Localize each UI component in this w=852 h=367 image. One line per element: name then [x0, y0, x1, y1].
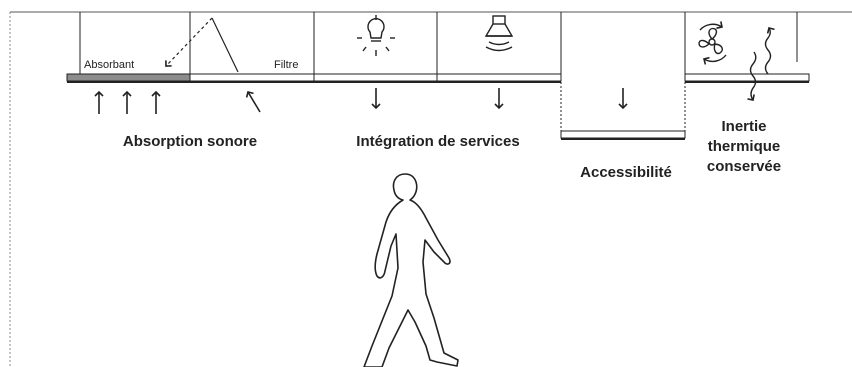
caption-inertia-line3: conservée — [707, 158, 781, 175]
caption-inertia-line1: Inertie — [721, 118, 766, 135]
panel-dividers — [79, 12, 798, 74]
diagram-frame — [9, 11, 852, 367]
arrow-diagonal — [245, 91, 261, 113]
light-bulb-icon — [357, 15, 395, 56]
absorbant-label: Absorbant — [84, 59, 134, 71]
services-panel-speaker — [436, 73, 562, 82]
thermal-panel — [684, 73, 810, 82]
caption-services: Intégration de services — [356, 133, 519, 150]
speaker-icon — [484, 15, 514, 52]
caption-accessibility: Accessibilité — [580, 164, 672, 181]
caption-absorption: Absorption sonore — [123, 133, 257, 150]
services-panel-light — [313, 73, 438, 82]
caption-inertia-line2: thermique — [708, 138, 781, 155]
heat-wave-icon — [747, 27, 775, 101]
fan-icon — [698, 21, 727, 65]
filtre-panel — [189, 73, 315, 82]
accessibility-panel — [560, 82, 686, 140]
walking-person-icon — [363, 173, 459, 367]
sound-reflection-arrow — [165, 17, 239, 73]
sound-arrows-up — [94, 90, 261, 114]
arrows-down — [371, 88, 628, 110]
ceiling-panels — [66, 73, 810, 83]
filtre-label: Filtre — [274, 59, 298, 71]
absorbant-panel — [66, 73, 191, 82]
